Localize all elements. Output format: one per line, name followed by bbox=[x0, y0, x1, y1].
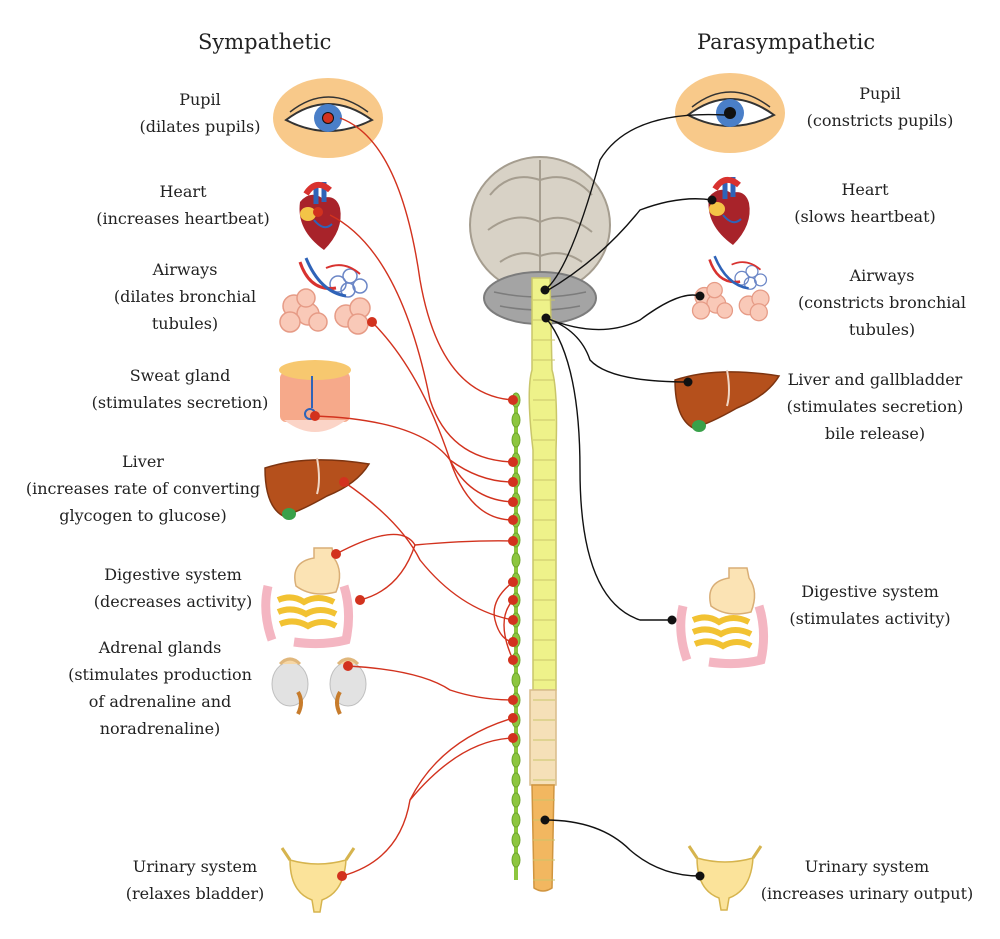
ganglion bbox=[511, 552, 521, 568]
digestive-system-icon bbox=[681, 568, 764, 664]
ganglion bbox=[511, 812, 521, 828]
parasympathetic-nerve-endpoints bbox=[540, 109, 735, 881]
label-para-urinary: Urinary system(increases urinary output) bbox=[760, 857, 974, 903]
ganglion bbox=[511, 792, 521, 808]
adrenal-glands-icon bbox=[271, 657, 367, 715]
label-para-liver-gallbladder: Liver and gallbladder(stimulates secreti… bbox=[786, 370, 964, 443]
label-para-heart: Heart(slows heartbeat) bbox=[794, 180, 936, 226]
heart-icon bbox=[709, 177, 750, 245]
ganglion bbox=[511, 412, 521, 428]
sympathetic-nerves bbox=[314, 117, 514, 877]
label-sym-sweat-gland: Sweat gland(stimulates secretion) bbox=[91, 366, 269, 412]
label-sym-heart: Heart(increases heartbeat) bbox=[96, 182, 270, 228]
sympathetic-header: Sympathetic bbox=[198, 30, 332, 54]
label-sym-pupil: Pupil(dilates pupils) bbox=[139, 90, 261, 136]
parasympathetic-nerves bbox=[544, 113, 726, 877]
ganglion bbox=[511, 672, 521, 688]
ganglion bbox=[511, 832, 521, 848]
parasympathetic-header: Parasympathetic bbox=[697, 30, 876, 54]
ganglion bbox=[511, 432, 521, 448]
ganglion bbox=[511, 772, 521, 788]
ganglion bbox=[511, 752, 521, 768]
label-sym-digestive: Digestive system(decreases activity) bbox=[93, 565, 253, 611]
spinal-cord-icon bbox=[528, 277, 558, 892]
sweat-gland-icon bbox=[279, 360, 351, 432]
label-sym-urinary: Urinary system(relaxes bladder) bbox=[125, 857, 265, 903]
sympathetic-nerve-endpoints bbox=[310, 113, 518, 881]
ganglion bbox=[511, 852, 521, 868]
label-para-pupil: Pupil(constricts pupils) bbox=[806, 84, 954, 130]
lungs-icon bbox=[691, 254, 771, 322]
label-para-digestive: Digestive system(stimulates activity) bbox=[789, 582, 951, 628]
